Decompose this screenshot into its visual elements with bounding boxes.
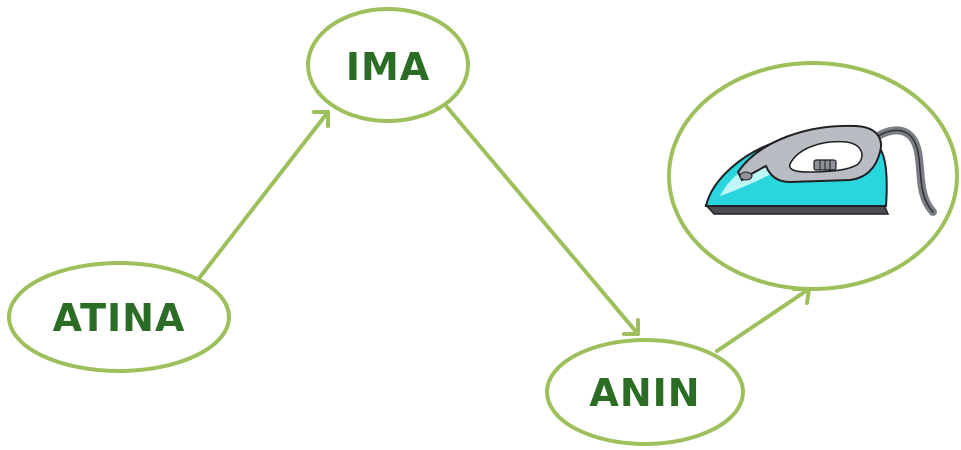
arrow-line [445, 105, 640, 336]
iron-cord-edge [877, 129, 934, 213]
arrow-head [622, 318, 640, 336]
clothes-iron-icon [704, 124, 937, 216]
node-ima: IMA [306, 7, 470, 123]
node-ellipse [7, 261, 231, 373]
node-label-anin: ANIN [589, 371, 700, 415]
arrow-line [198, 110, 330, 279]
node-anin: ANIN [545, 338, 745, 446]
iron-spray-button [739, 171, 753, 181]
node-ellipse [306, 7, 470, 123]
edge-ima-to-anin [445, 105, 640, 336]
node-label-ima: IMA [346, 45, 430, 89]
arrow-head [312, 110, 330, 128]
edge-anin-to-iron [715, 287, 811, 353]
iron-handle-opening [788, 140, 863, 173]
node-label-atina: ATINA [53, 296, 186, 340]
node-ellipse [545, 338, 745, 446]
arrow-line [715, 287, 811, 353]
node-atina: ATINA [7, 261, 231, 373]
node-iron-picture [667, 61, 959, 291]
edge-atina-to-ima [198, 110, 330, 279]
